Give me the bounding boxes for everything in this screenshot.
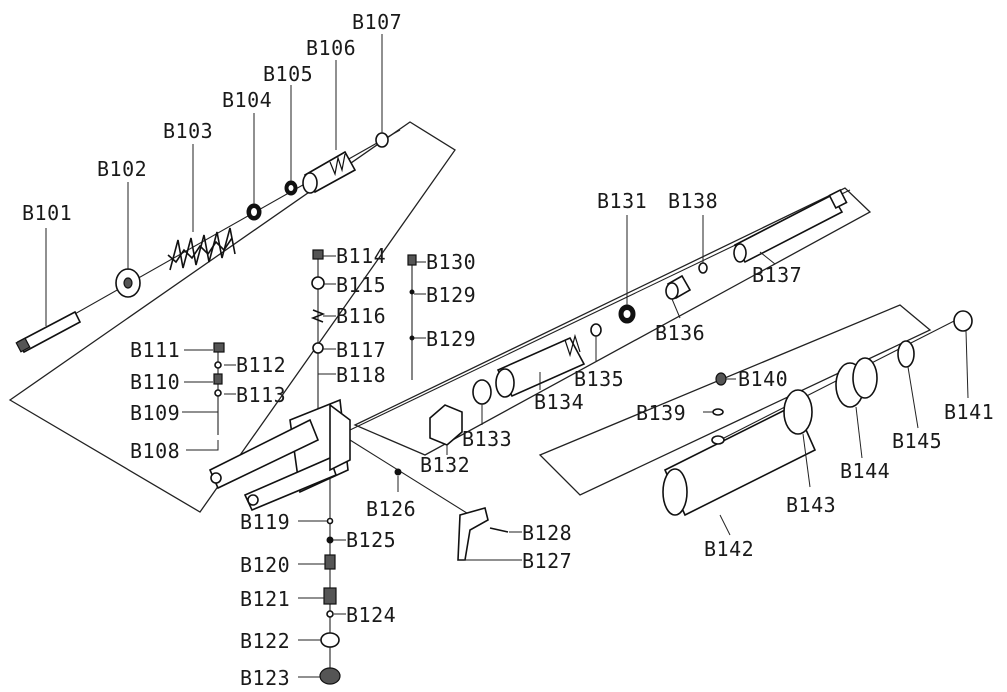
spring-b103 [167, 227, 236, 271]
seal-b131 [618, 304, 636, 324]
label-b116: B116 [336, 304, 386, 328]
label-b102: B102 [97, 157, 147, 181]
valve-stack-parts [213, 249, 417, 397]
label-b144: B144 [840, 459, 890, 483]
plug-b140 [715, 372, 727, 386]
seal-b105 [284, 180, 298, 196]
label-b106: B106 [306, 36, 356, 60]
label-b103: B103 [163, 119, 213, 143]
pin-b126 [394, 468, 402, 476]
washer-b133 [472, 379, 492, 405]
washer-b102 [115, 268, 141, 298]
part-number-labels: B101 B102 B103 B104 B105 B106 B107 B111 … [22, 10, 994, 690]
label-b129-lower: B129 [426, 327, 476, 351]
label-b123: B123 [240, 666, 290, 690]
label-b121: B121 [240, 587, 290, 611]
label-b140: B140 [738, 367, 788, 391]
label-b122: B122 [240, 629, 290, 653]
cap-b144 [835, 357, 878, 408]
label-b110: B110 [130, 370, 180, 394]
bushing-b136 [665, 274, 692, 300]
plunger-rod [15, 310, 82, 354]
label-b111: B111 [130, 338, 180, 362]
label-b145: B145 [892, 429, 942, 453]
ring-b145 [897, 340, 915, 368]
label-b137: B137 [752, 263, 802, 287]
screw-b128 [489, 527, 509, 533]
label-b132: B132 [420, 453, 470, 477]
label-b126: B126 [366, 497, 416, 521]
o-ring-b138 [698, 262, 708, 274]
label-b118: B118 [336, 363, 386, 387]
label-b120: B120 [240, 553, 290, 577]
pump-base-b108 [208, 398, 351, 512]
label-b101: B101 [22, 201, 72, 225]
right-assembly-plane [353, 187, 872, 456]
label-b105: B105 [263, 62, 313, 86]
label-b133: B133 [462, 427, 512, 451]
o-ring-b135 [590, 323, 602, 337]
label-b136: B136 [655, 321, 705, 345]
label-b143: B143 [786, 493, 836, 517]
label-b115: B115 [336, 273, 386, 297]
label-b130: B130 [426, 250, 476, 274]
reservoir-tube-b142 [662, 403, 817, 517]
cylinder-b134 [495, 333, 586, 398]
release-lever-b127 [457, 507, 489, 561]
label-b114: B114 [336, 244, 386, 268]
handle-axis-line [349, 439, 471, 516]
lower-valve-stack [319, 517, 341, 685]
upper-assembly-plane [8, 121, 456, 513]
lower-right-assembly-plane [538, 304, 932, 496]
label-b131: B131 [597, 189, 647, 213]
label-b139: B139 [636, 401, 686, 425]
seal-b141 [953, 310, 973, 332]
label-b119: B119 [240, 510, 290, 534]
nut-b132 [429, 404, 463, 446]
label-b141: B141 [944, 400, 994, 424]
pump-cylinder-b106 [302, 150, 357, 194]
label-b142: B142 [704, 537, 754, 561]
label-b138: B138 [668, 189, 718, 213]
o-ring-b139 [712, 408, 724, 416]
label-b112: B112 [236, 353, 286, 377]
label-b125: B125 [346, 528, 396, 552]
label-b108: B108 [130, 439, 180, 463]
label-b109: B109 [130, 401, 180, 425]
label-b129-upper: B129 [426, 283, 476, 307]
label-b135: B135 [574, 367, 624, 391]
ram-b137 [733, 188, 848, 264]
seal-b104 [246, 203, 262, 221]
label-b113: B113 [236, 383, 286, 407]
label-b127: B127 [522, 549, 572, 573]
label-b128: B128 [522, 521, 572, 545]
label-b124: B124 [346, 603, 396, 627]
label-b117: B117 [336, 338, 386, 362]
label-b104: B104 [222, 88, 272, 112]
ring-b143 [783, 389, 813, 435]
o-ring-b107 [375, 132, 389, 148]
leader-lines [45, 34, 969, 678]
label-b107: B107 [352, 10, 402, 34]
label-b134: B134 [534, 390, 584, 414]
